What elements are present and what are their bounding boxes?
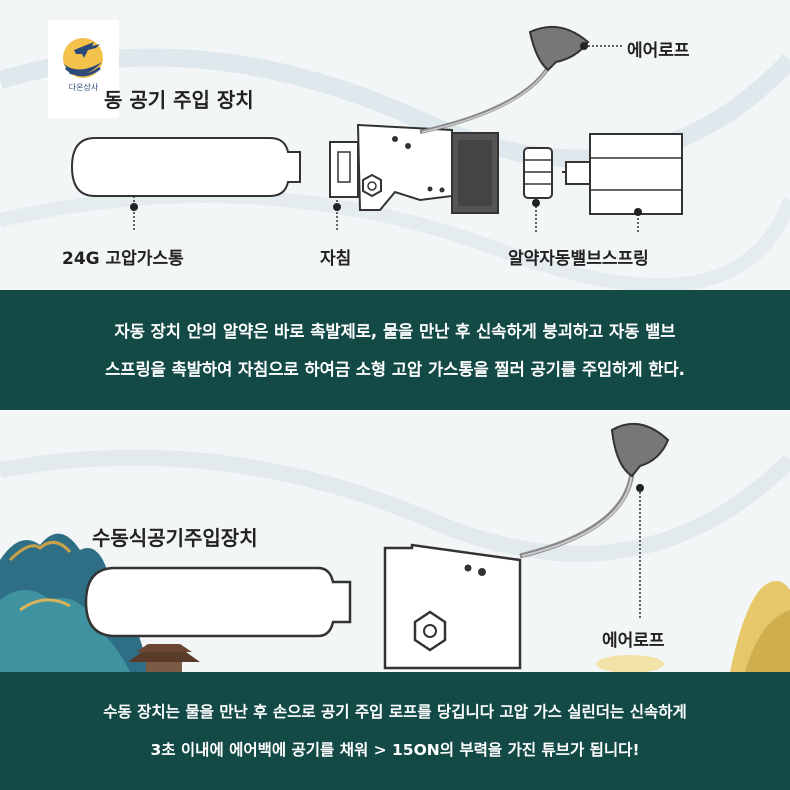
label-air-rope-top: 에어로프 <box>627 41 690 61</box>
band1-line1: 자동 장치 안의 알약은 바로 촉발제로, 물을 만난 후 신속하게 붕괴하고 … <box>114 322 676 341</box>
airplane-globe-logo-icon <box>63 38 103 78</box>
label-needle: 자침 <box>320 249 352 269</box>
manual-device-title: 수동식공기주입장치 <box>92 526 258 550</box>
auto-inflation-device-diagram <box>70 25 683 232</box>
band2-line1: 수동 장치는 물을 만난 후 손으로 공기 주입 로프를 당깁니다 고압 가스 … <box>103 703 687 721</box>
band1-line2: 스프링을 촉발하여 자침으로 하여금 소형 고압 가스통을 찔러 공기를 주입하… <box>105 360 685 379</box>
manual-device-description-band: 수동 장치는 물을 만난 후 손으로 공기 주입 로프를 당깁니다 고압 가스 … <box>0 672 790 790</box>
manual-housing-drawing <box>383 543 522 670</box>
gas-cylinder-drawing-manual <box>84 566 352 638</box>
mountain-illustration-left <box>0 533 150 672</box>
pull-handle-drawing <box>528 25 590 72</box>
pagoda-illustration <box>128 644 200 672</box>
label-air-rope-bottom: 에어로프 <box>602 631 665 651</box>
label-gas-tank: 24G 고압가스통 <box>62 249 184 269</box>
gas-cylinder-drawing <box>70 137 301 197</box>
auto-device-title: 동 공기 주입 장치 <box>104 88 254 112</box>
manual-inflation-device-diagram <box>84 423 670 670</box>
pill-drawing <box>523 147 553 199</box>
auto-device-description-band: 자동 장치 안의 알약은 바로 촉발제로, 물을 만난 후 신속하게 붕괴하고 … <box>0 290 790 410</box>
logo-caption: 다온상사 <box>68 83 99 92</box>
mountain-illustration-right <box>596 581 790 673</box>
company-logo <box>48 20 119 118</box>
label-valve-spring: 알약자동밸브스프링 <box>508 249 649 269</box>
needle-housing-drawing <box>329 123 453 211</box>
pull-handle-drawing-manual <box>610 423 670 478</box>
band2-line2: 3초 이내에 에어백에 공기를 채워 > 15ON의 부력을 가진 튜브가 됩니… <box>150 741 640 759</box>
valve-spring-drawing <box>562 133 683 215</box>
